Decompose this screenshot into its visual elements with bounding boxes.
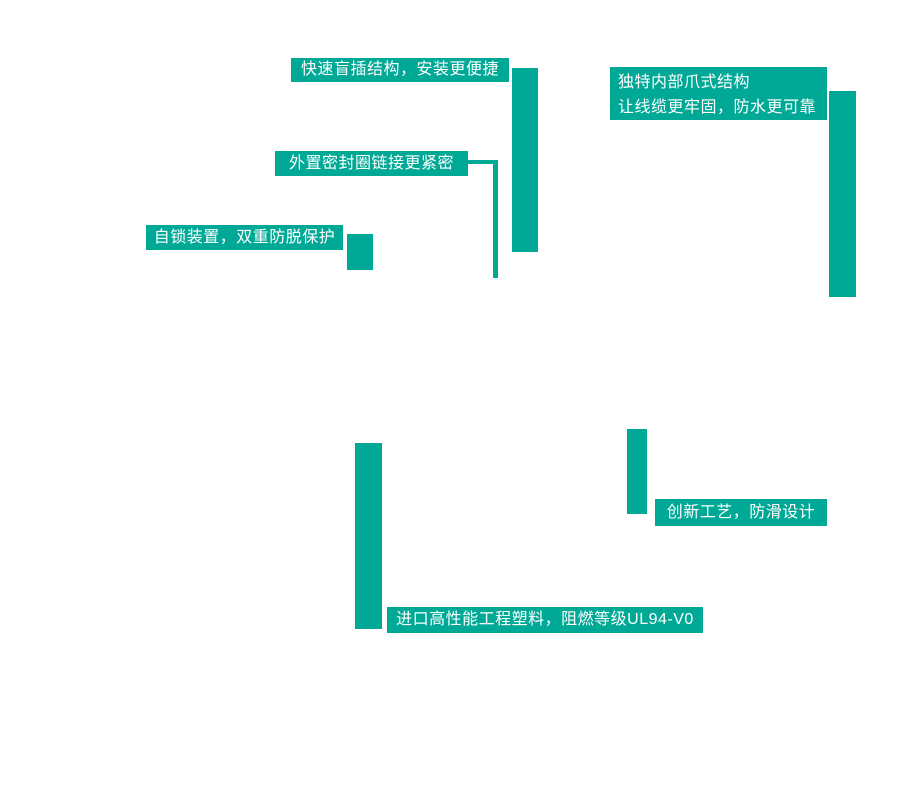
callout-claw-line2: 让线缆更牢固，防水更可靠 bbox=[618, 99, 817, 116]
callout-label-seal-ring: 外置密封圈链接更紧密 bbox=[275, 151, 468, 176]
pointer-bar-engineering-plastic bbox=[355, 443, 382, 629]
callout-label-claw-structure: 独特内部爪式结构 让线缆更牢固，防水更可靠 bbox=[610, 67, 827, 120]
callout-label-quick-insert: 快速盲插结构，安装更便捷 bbox=[291, 58, 509, 82]
pointer-bar-quick-insert bbox=[512, 68, 538, 252]
callout-label-engineering-plastic: 进口高性能工程塑料，阻燃等级UL94-V0 bbox=[387, 607, 703, 633]
callout-claw-line1: 独特内部爪式结构 bbox=[618, 74, 751, 91]
pointer-bar-anti-slip bbox=[627, 429, 647, 514]
pointer-bar-claw-structure bbox=[829, 91, 856, 297]
connector-line-seal-ring-vertical bbox=[493, 160, 498, 278]
pointer-marker-self-lock bbox=[347, 234, 373, 270]
connector-line-seal-ring-horizontal bbox=[468, 160, 498, 164]
callout-label-self-lock: 自锁装置，双重防脱保护 bbox=[146, 225, 343, 250]
callout-label-anti-slip: 创新工艺，防滑设计 bbox=[655, 499, 827, 526]
